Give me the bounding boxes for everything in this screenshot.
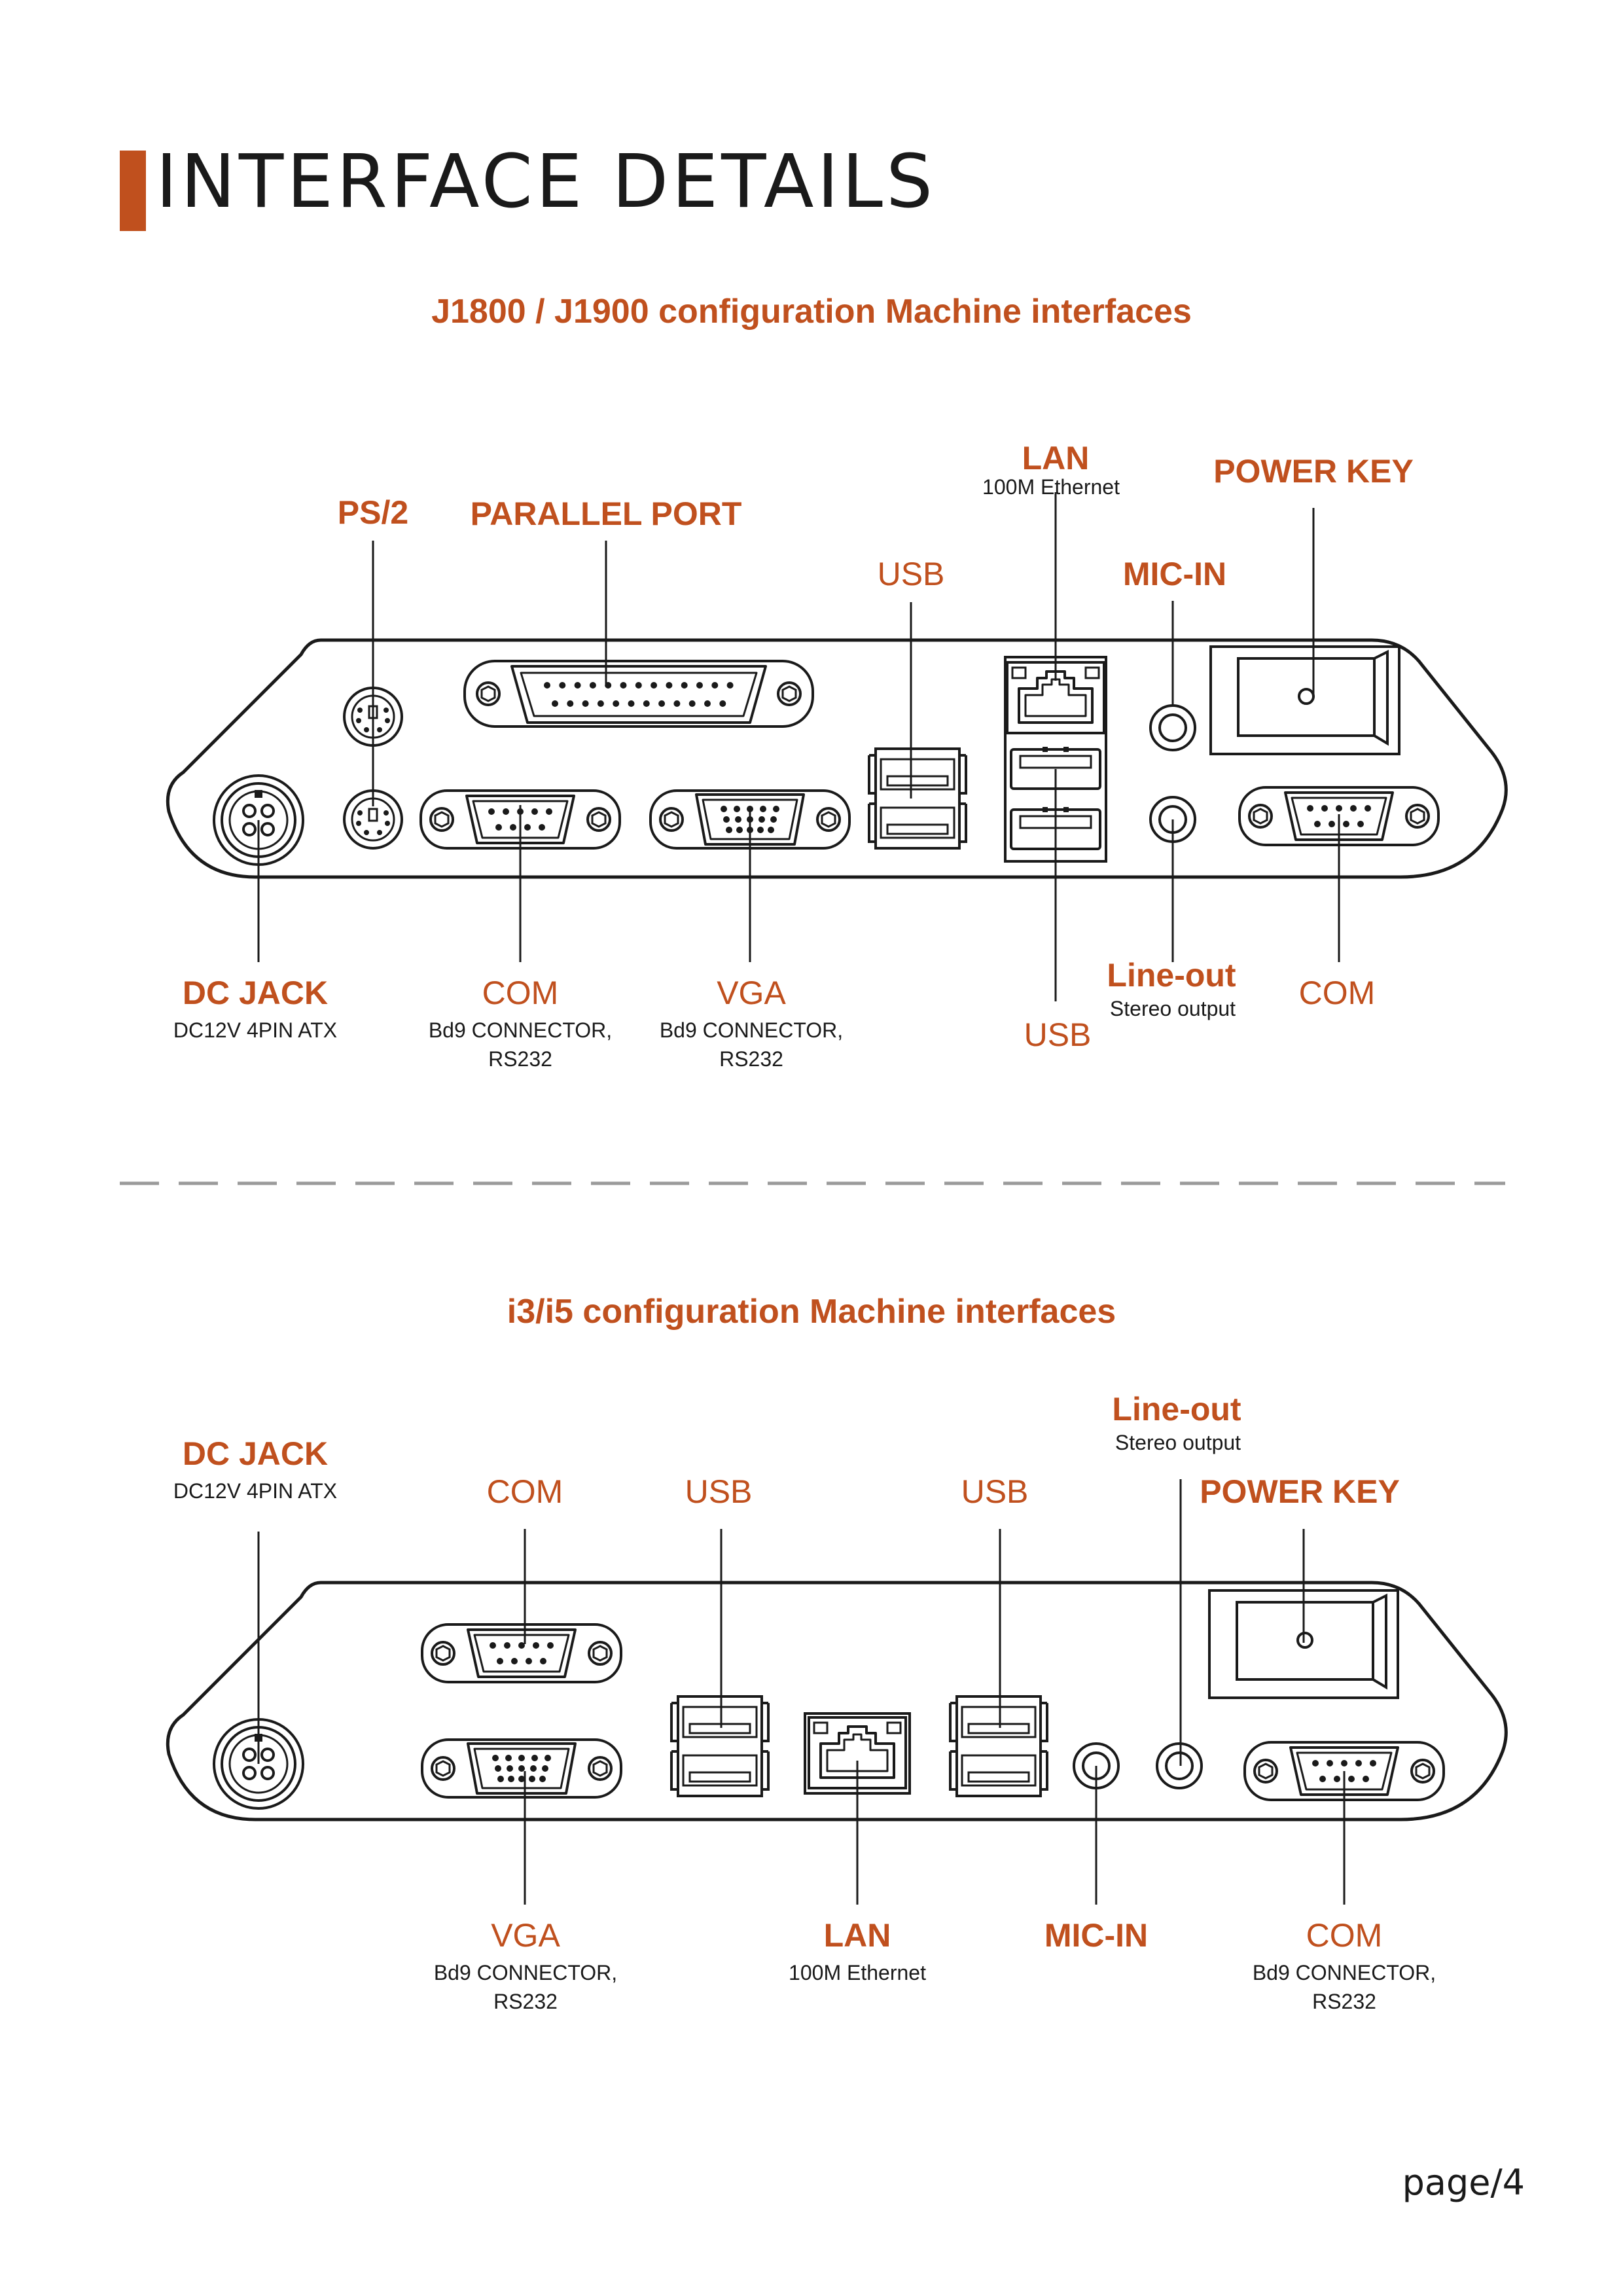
usb-port-icon xyxy=(868,747,967,850)
section-2-heading: i3/i5 configuration Machine interfaces xyxy=(507,1293,1116,1331)
usb-port-icon xyxy=(670,1695,770,1797)
label-com-sub-1: Bd9 CONNECTOR, xyxy=(1252,1961,1436,1984)
label-vga: VGA xyxy=(717,975,786,1011)
label-dc-jack: DC JACK xyxy=(182,1435,329,1472)
label-lan: LAN xyxy=(823,1917,891,1954)
com-port-icon xyxy=(421,1623,622,1683)
label-vga-sub-2: RS232 xyxy=(719,1047,783,1071)
label-lan-sub: 100M Ethernet xyxy=(982,475,1120,499)
label-vga-sub-1: Bd9 CONNECTOR, xyxy=(433,1961,618,1984)
section-2-leader-lines xyxy=(257,1479,1346,1905)
label-dc-jack-sub: DC12V 4PIN ATX xyxy=(173,1479,338,1503)
label-vga: VGA xyxy=(491,1917,560,1954)
page-title: INTERFACE DETAILS xyxy=(156,139,936,224)
label-usb: USB xyxy=(1024,1016,1092,1053)
parallel-port-icon xyxy=(463,660,814,728)
power-key-icon xyxy=(1209,645,1400,755)
label-com: COM xyxy=(482,975,559,1011)
page-number: page/4 xyxy=(1402,2162,1525,2203)
label-dc-jack: DC JACK xyxy=(182,975,329,1011)
section-1-leader-lines xyxy=(257,492,1340,1001)
label-com: COM xyxy=(1306,1917,1383,1954)
section-1-heading: J1800 / J1900 configuration Machine inte… xyxy=(431,293,1192,331)
title-accent-bar xyxy=(120,151,146,231)
label-com-sub-2: RS232 xyxy=(1312,1990,1376,2013)
label-vga-sub-1: Bd9 CONNECTOR, xyxy=(659,1018,844,1042)
label-line-out: Line-out xyxy=(1112,1391,1241,1427)
mic-in-jack-icon xyxy=(1149,704,1196,751)
j1800-rear-panel xyxy=(166,638,1508,879)
i3-i5-rear-panel xyxy=(166,1581,1508,1821)
label-power-key: POWER KEY xyxy=(1213,453,1414,490)
label-vga-sub-2: RS232 xyxy=(493,1990,558,2013)
usb-port-icon xyxy=(949,1695,1048,1797)
line-out-jack-icon xyxy=(1156,1742,1203,1789)
label-com-sub-1: Bd9 CONNECTOR, xyxy=(428,1018,613,1042)
label-line-out: Line-out xyxy=(1107,957,1236,994)
label-usb: USB xyxy=(961,1473,1029,1510)
label-line-out-sub: Stereo output xyxy=(1109,997,1236,1020)
label-ps2: PS/2 xyxy=(337,494,409,531)
label-line-out-sub: Stereo output xyxy=(1115,1431,1241,1454)
label-mic-in: MIC-IN xyxy=(1044,1917,1149,1954)
label-com: COM xyxy=(1298,975,1376,1011)
label-com-sub-2: RS232 xyxy=(488,1047,552,1071)
label-usb: USB xyxy=(877,556,945,592)
label-lan: LAN xyxy=(1022,440,1090,476)
label-com: COM xyxy=(486,1473,563,1510)
label-mic-in: MIC-IN xyxy=(1122,556,1227,592)
label-parallel-port: PARALLEL PORT xyxy=(470,495,742,532)
label-dc-jack-sub: DC12V 4PIN ATX xyxy=(173,1018,338,1042)
label-lan-sub: 100M Ethernet xyxy=(789,1961,926,1984)
label-usb: USB xyxy=(685,1473,753,1510)
vga-port-icon xyxy=(421,1738,622,1799)
label-power-key: POWER KEY xyxy=(1200,1473,1400,1510)
